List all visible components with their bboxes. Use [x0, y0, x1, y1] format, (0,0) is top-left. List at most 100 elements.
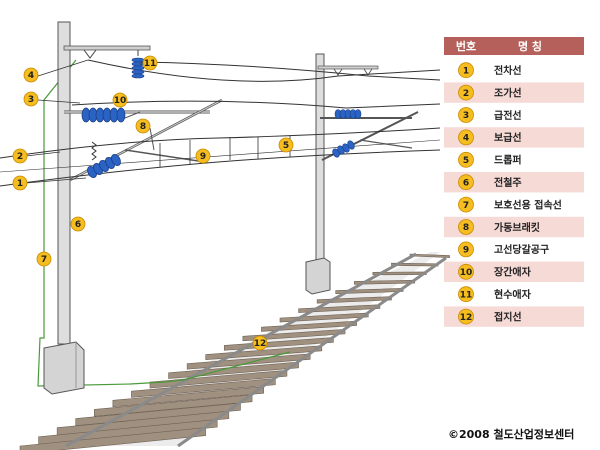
- callout-10: 10: [112, 92, 128, 108]
- railway-track: [19, 252, 450, 450]
- sleeper: [205, 345, 323, 361]
- sleeper: [372, 271, 427, 276]
- legend-badge: [458, 308, 474, 325]
- sleeper: [279, 312, 369, 323]
- legend-badge: [458, 107, 474, 123]
- sleeper: [149, 369, 288, 389]
- callout-4: 4: [23, 67, 39, 83]
- left-registration-arm: [124, 149, 206, 163]
- feeder-wire-upper: [87, 59, 441, 82]
- contact-wire: [0, 149, 441, 187]
- legend-row-number: 11: [460, 290, 473, 300]
- callout-11: 11: [142, 55, 158, 71]
- callout-badge-circle: [23, 91, 39, 107]
- sleeper: [298, 304, 381, 313]
- callout-9: 9: [195, 148, 211, 164]
- callout-label: 5: [283, 141, 289, 151]
- legend-row-number: 2: [463, 89, 469, 99]
- ground-wire: [37, 59, 291, 387]
- legend-row-stripe: [444, 306, 584, 327]
- legend-row-name: 보호선용 접속선: [494, 198, 562, 211]
- callout-badge-circle: [195, 148, 211, 164]
- legend-row-name: 전차선: [494, 64, 522, 77]
- insulator-long-right: [334, 109, 362, 119]
- legend-row-number: 10: [460, 268, 473, 278]
- legend-row: 12 접지선: [444, 306, 584, 327]
- right-pole: [305, 53, 419, 295]
- legend-badge: [458, 62, 474, 79]
- callout-label: 12: [254, 339, 267, 349]
- legend-badge: [458, 219, 474, 235]
- sleeper: [391, 262, 439, 267]
- legend-row-name: 조가선: [494, 86, 522, 99]
- insulator-long-left: [81, 107, 126, 123]
- sleeper: [242, 328, 346, 342]
- callout-12: 12: [252, 335, 268, 351]
- callout-5: 5: [278, 137, 294, 153]
- legend-row-name: 접지선: [494, 310, 522, 323]
- callout-label: 11: [144, 59, 157, 69]
- legend-badge: [458, 263, 474, 280]
- legend-row: 3 급전선: [458, 107, 522, 123]
- sleeper: [335, 288, 404, 295]
- callout-label: 1: [17, 179, 23, 189]
- callout-label: 8: [140, 122, 146, 132]
- supply-wire: [139, 61, 441, 81]
- sleeper: [131, 378, 276, 398]
- legend-row-name: 가동브래킷: [494, 221, 540, 234]
- legend-badge: [458, 84, 474, 101]
- legend-row-name: 드롭퍼: [494, 154, 522, 167]
- callout-1: 1: [12, 175, 28, 191]
- sleeper: [168, 361, 299, 379]
- callout-badge-circle: [278, 137, 294, 153]
- suspension-insulator-left: [131, 57, 145, 79]
- left-top-crossarm: [63, 45, 151, 51]
- right-pole-base: [305, 257, 331, 295]
- legend-badge: [458, 196, 474, 213]
- legend-row-name: 보급선: [494, 131, 522, 144]
- spring-connector: [91, 141, 97, 161]
- legend-row-stripe: [444, 216, 584, 238]
- legend-badge: [458, 241, 474, 258]
- legend-header-bg: [444, 37, 584, 55]
- callout-label: 10: [114, 96, 127, 106]
- callout-badge-circle: [135, 118, 151, 134]
- legend-row-number: 3: [463, 111, 469, 121]
- legend-badge: [458, 286, 474, 303]
- callout-badge-circle: [12, 148, 28, 164]
- feeder-wire-mid: [71, 100, 441, 109]
- callout-leaders: [25, 59, 145, 184]
- rail-left: [65, 252, 417, 448]
- callout-badge-circle: [252, 335, 268, 351]
- callout-label: 7: [41, 255, 47, 265]
- legend-row-number: 6: [463, 178, 469, 188]
- sleeper: [112, 386, 264, 408]
- legend-badge: [458, 174, 474, 191]
- legend-row-name: 현수애자: [494, 288, 532, 301]
- legend-row-name: 급전선: [494, 109, 522, 122]
- legend-row-stripe: [444, 82, 584, 103]
- callout-badge-circle: [112, 92, 128, 108]
- callout-label: 6: [75, 220, 81, 230]
- callout-badge-circle: [70, 216, 86, 232]
- left-pole-base: [43, 341, 85, 395]
- right-top-crossarm: [317, 65, 379, 70]
- insulator-diag-right: [332, 140, 355, 158]
- legend-row-number: 4: [463, 134, 469, 144]
- sleeper: [316, 296, 392, 304]
- sleeper: [261, 320, 357, 332]
- sleeper: [409, 253, 450, 258]
- legend-row-number: 1: [463, 66, 469, 76]
- sleeper: [75, 402, 241, 427]
- legend-row: 2 조가선: [444, 82, 584, 103]
- rail-right: [177, 256, 447, 448]
- legend-row-number: 8: [463, 223, 469, 233]
- legend-row-number: 12: [460, 313, 473, 323]
